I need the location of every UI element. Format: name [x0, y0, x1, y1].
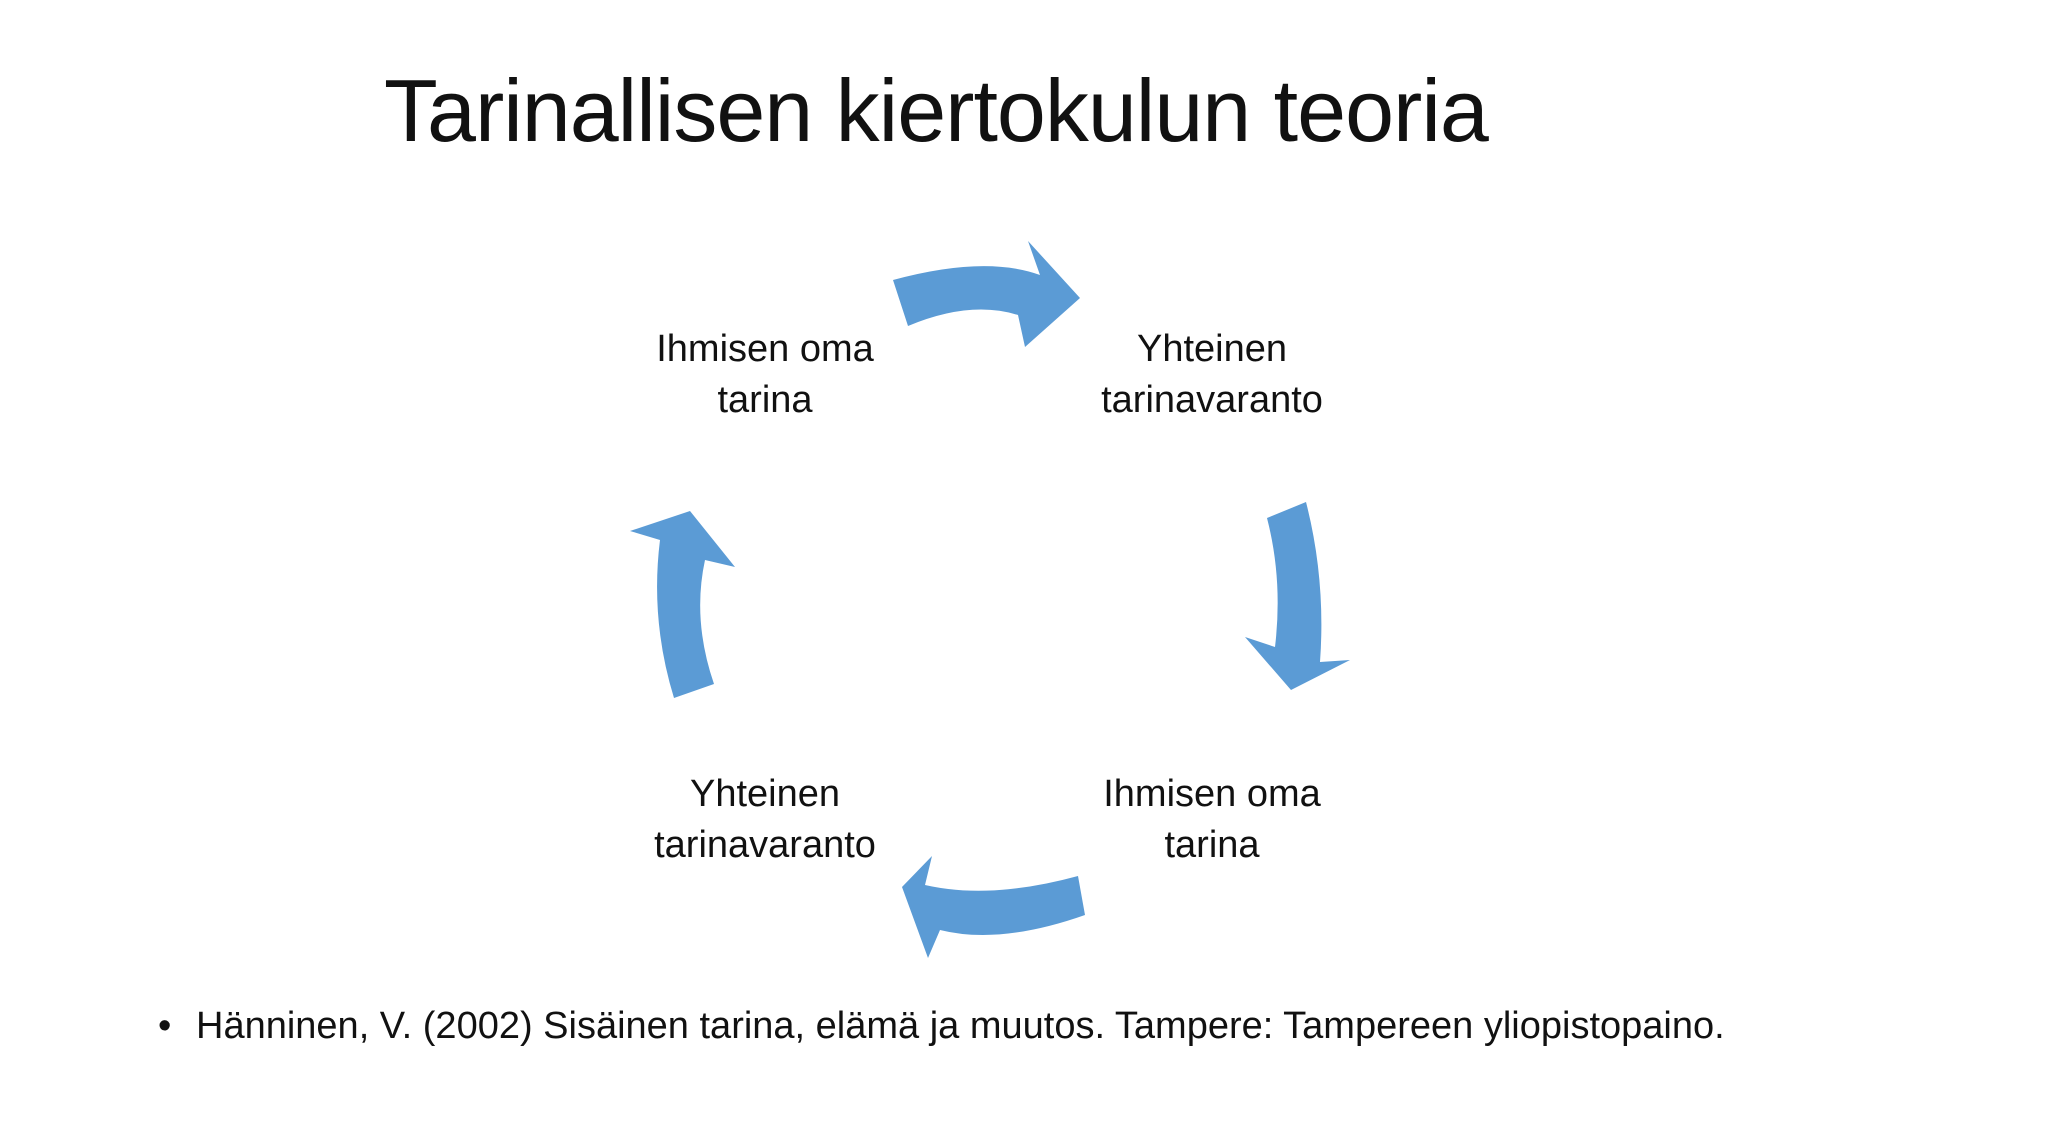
node-line-1: Yhteinen: [689, 773, 840, 815]
node-line-1: Ihmisen oma: [1103, 773, 1321, 815]
cycle-node-top-right: Yhteinen tarinavaranto: [1052, 324, 1372, 426]
cycle-node-bottom-right: Ihmisen oma tarina: [1052, 769, 1372, 871]
node-line-2: tarina: [1164, 824, 1260, 866]
node-line-2: tarina: [717, 379, 813, 421]
node-line-2: tarinavaranto: [654, 824, 876, 866]
cycle-node-top-left: Ihmisen oma tarina: [605, 324, 925, 426]
bullet-icon: •: [158, 1005, 172, 1047]
reference-text: Hänninen, V. (2002) Sisäinen tarina, elä…: [196, 1005, 1725, 1047]
slide-title: Tarinallisen kiertokulun teoria: [384, 61, 1489, 160]
node-line-2: tarinavaranto: [1101, 379, 1323, 421]
node-line-1: Ihmisen oma: [656, 328, 874, 370]
node-line-1: Yhteinen: [1136, 328, 1287, 370]
cycle-node-bottom-left: Yhteinen tarinavaranto: [605, 769, 925, 871]
